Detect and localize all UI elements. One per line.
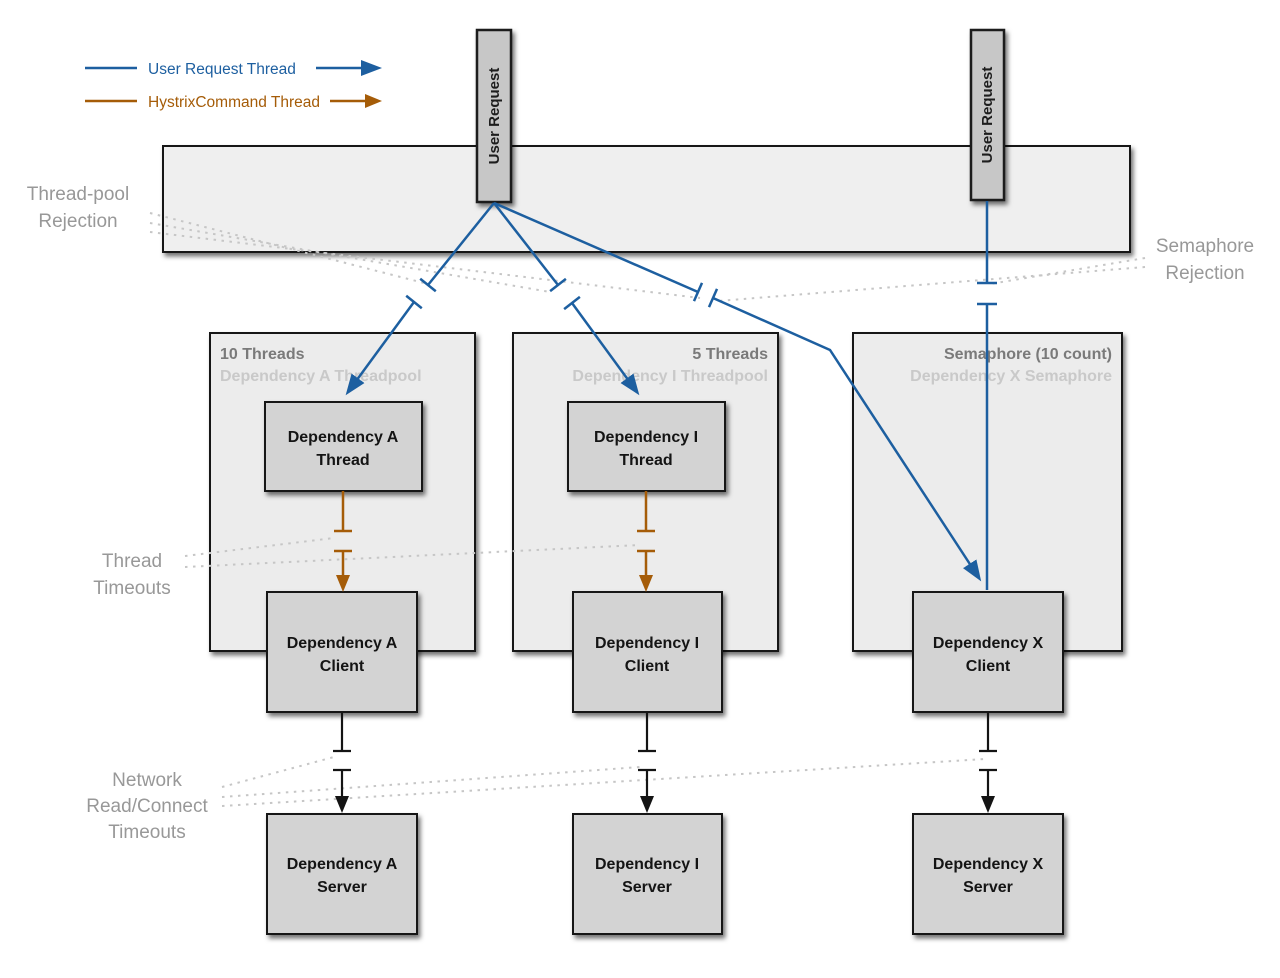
dependency-x-client-line2: Client: [966, 658, 1011, 675]
user-request-flow-to-x: [493, 201, 699, 294]
pool-a-subtitle: Dependency A Threadpool: [220, 368, 422, 385]
dependency-i-thread-line2: Thread: [619, 452, 672, 469]
thread-timeouts-label-line2: Timeouts: [93, 578, 170, 599]
semaphore-x-subtitle: Dependency X Semaphore: [910, 368, 1112, 385]
dependency-a-server-box: [266, 813, 418, 935]
user-request-box-right: [969, 28, 1006, 202]
thread-timeouts-label-line1: Thread: [102, 551, 162, 572]
legend-user-request-label: User Request Thread: [148, 61, 296, 78]
dependency-x-client-box: [912, 591, 1064, 713]
user-request-label-right: User Request: [979, 67, 996, 164]
dependency-a-thread-line2: Thread: [316, 452, 369, 469]
dependency-a-thread-box: [264, 401, 423, 492]
semaphore-rejection-connector-1: [989, 257, 1146, 285]
semaphore-rejection-mark-x: [692, 282, 704, 302]
thread-timeout-connector-1: [184, 537, 335, 557]
network-timeouts-label-line3: Timeouts: [108, 822, 185, 843]
network-timeout-connector-2: [221, 766, 641, 798]
dependency-a-client-box: [266, 591, 418, 713]
threadpool-rejection-connector-2: [149, 222, 551, 293]
dependency-i-server-box: [572, 813, 723, 935]
semaphore-x-title: Semaphore (10 count): [944, 346, 1112, 363]
user-request-flow-to-i: [493, 202, 559, 286]
network-timeout-connector-1: [221, 756, 335, 788]
dependency-i-client-box: [572, 591, 723, 713]
dependency-a-server-line2: Server: [317, 879, 367, 896]
dependency-i-thread-box: [567, 401, 726, 492]
legend-hystrix-label: HystrixCommand Thread: [148, 94, 320, 111]
dependency-a-thread-line1: Dependency A: [288, 429, 399, 446]
dependency-a-client-line1: Dependency A: [287, 635, 398, 652]
threadpool-rejection-mark-a: [419, 277, 437, 293]
pool-i-subtitle: Dependency I Threadpool: [572, 368, 768, 385]
semaphore-rejection-label-line2: Rejection: [1165, 263, 1244, 284]
threadpool-rejection-label-line1: Thread-pool: [27, 184, 129, 205]
dependency-i-server-line2: Server: [622, 879, 672, 896]
dependency-x-server-line1: Dependency X: [933, 856, 1044, 873]
user-request-arrow-to-client-x: [712, 296, 982, 582]
dependency-x-client-line1: Dependency X: [933, 635, 1044, 652]
semaphore-rejection-label-line1: Semaphore: [1156, 236, 1254, 257]
user-request-flow-to-a: [427, 202, 495, 286]
user-request-arrow-to-thread-i: [570, 302, 640, 396]
semaphore-rejection-connector-2: [717, 266, 1146, 302]
network-timeouts-label-line2: Read/Connect: [86, 796, 208, 817]
user-request-label-left: User Request: [486, 68, 503, 165]
dependency-i-client-line2: Client: [625, 658, 670, 675]
network-timeout-connector-3: [221, 758, 986, 807]
pool-a-title: 10 Threads: [220, 346, 305, 363]
dependency-i-server-line1: Dependency I: [595, 856, 699, 873]
dependency-i-client-line1: Dependency I: [595, 635, 699, 652]
user-request-arrow-to-thread-a: [345, 301, 416, 396]
dependency-a-client-line2: Client: [320, 658, 365, 675]
user-request-flow-bar: [162, 145, 1131, 253]
pool-i-title: 5 Threads: [692, 346, 768, 363]
user-request-box-left: [475, 28, 513, 204]
dependency-i-thread-line1: Dependency I: [594, 429, 698, 446]
network-timeouts-label-line1: Network: [112, 770, 182, 791]
dependency-x-server-box: [912, 813, 1064, 935]
dependency-a-server-line1: Dependency A: [287, 856, 398, 873]
threadpool-rejection-label-line2: Rejection: [38, 211, 117, 232]
dependency-x-server-line2: Server: [963, 879, 1013, 896]
threadpool-rejection-mark-i: [549, 277, 567, 293]
